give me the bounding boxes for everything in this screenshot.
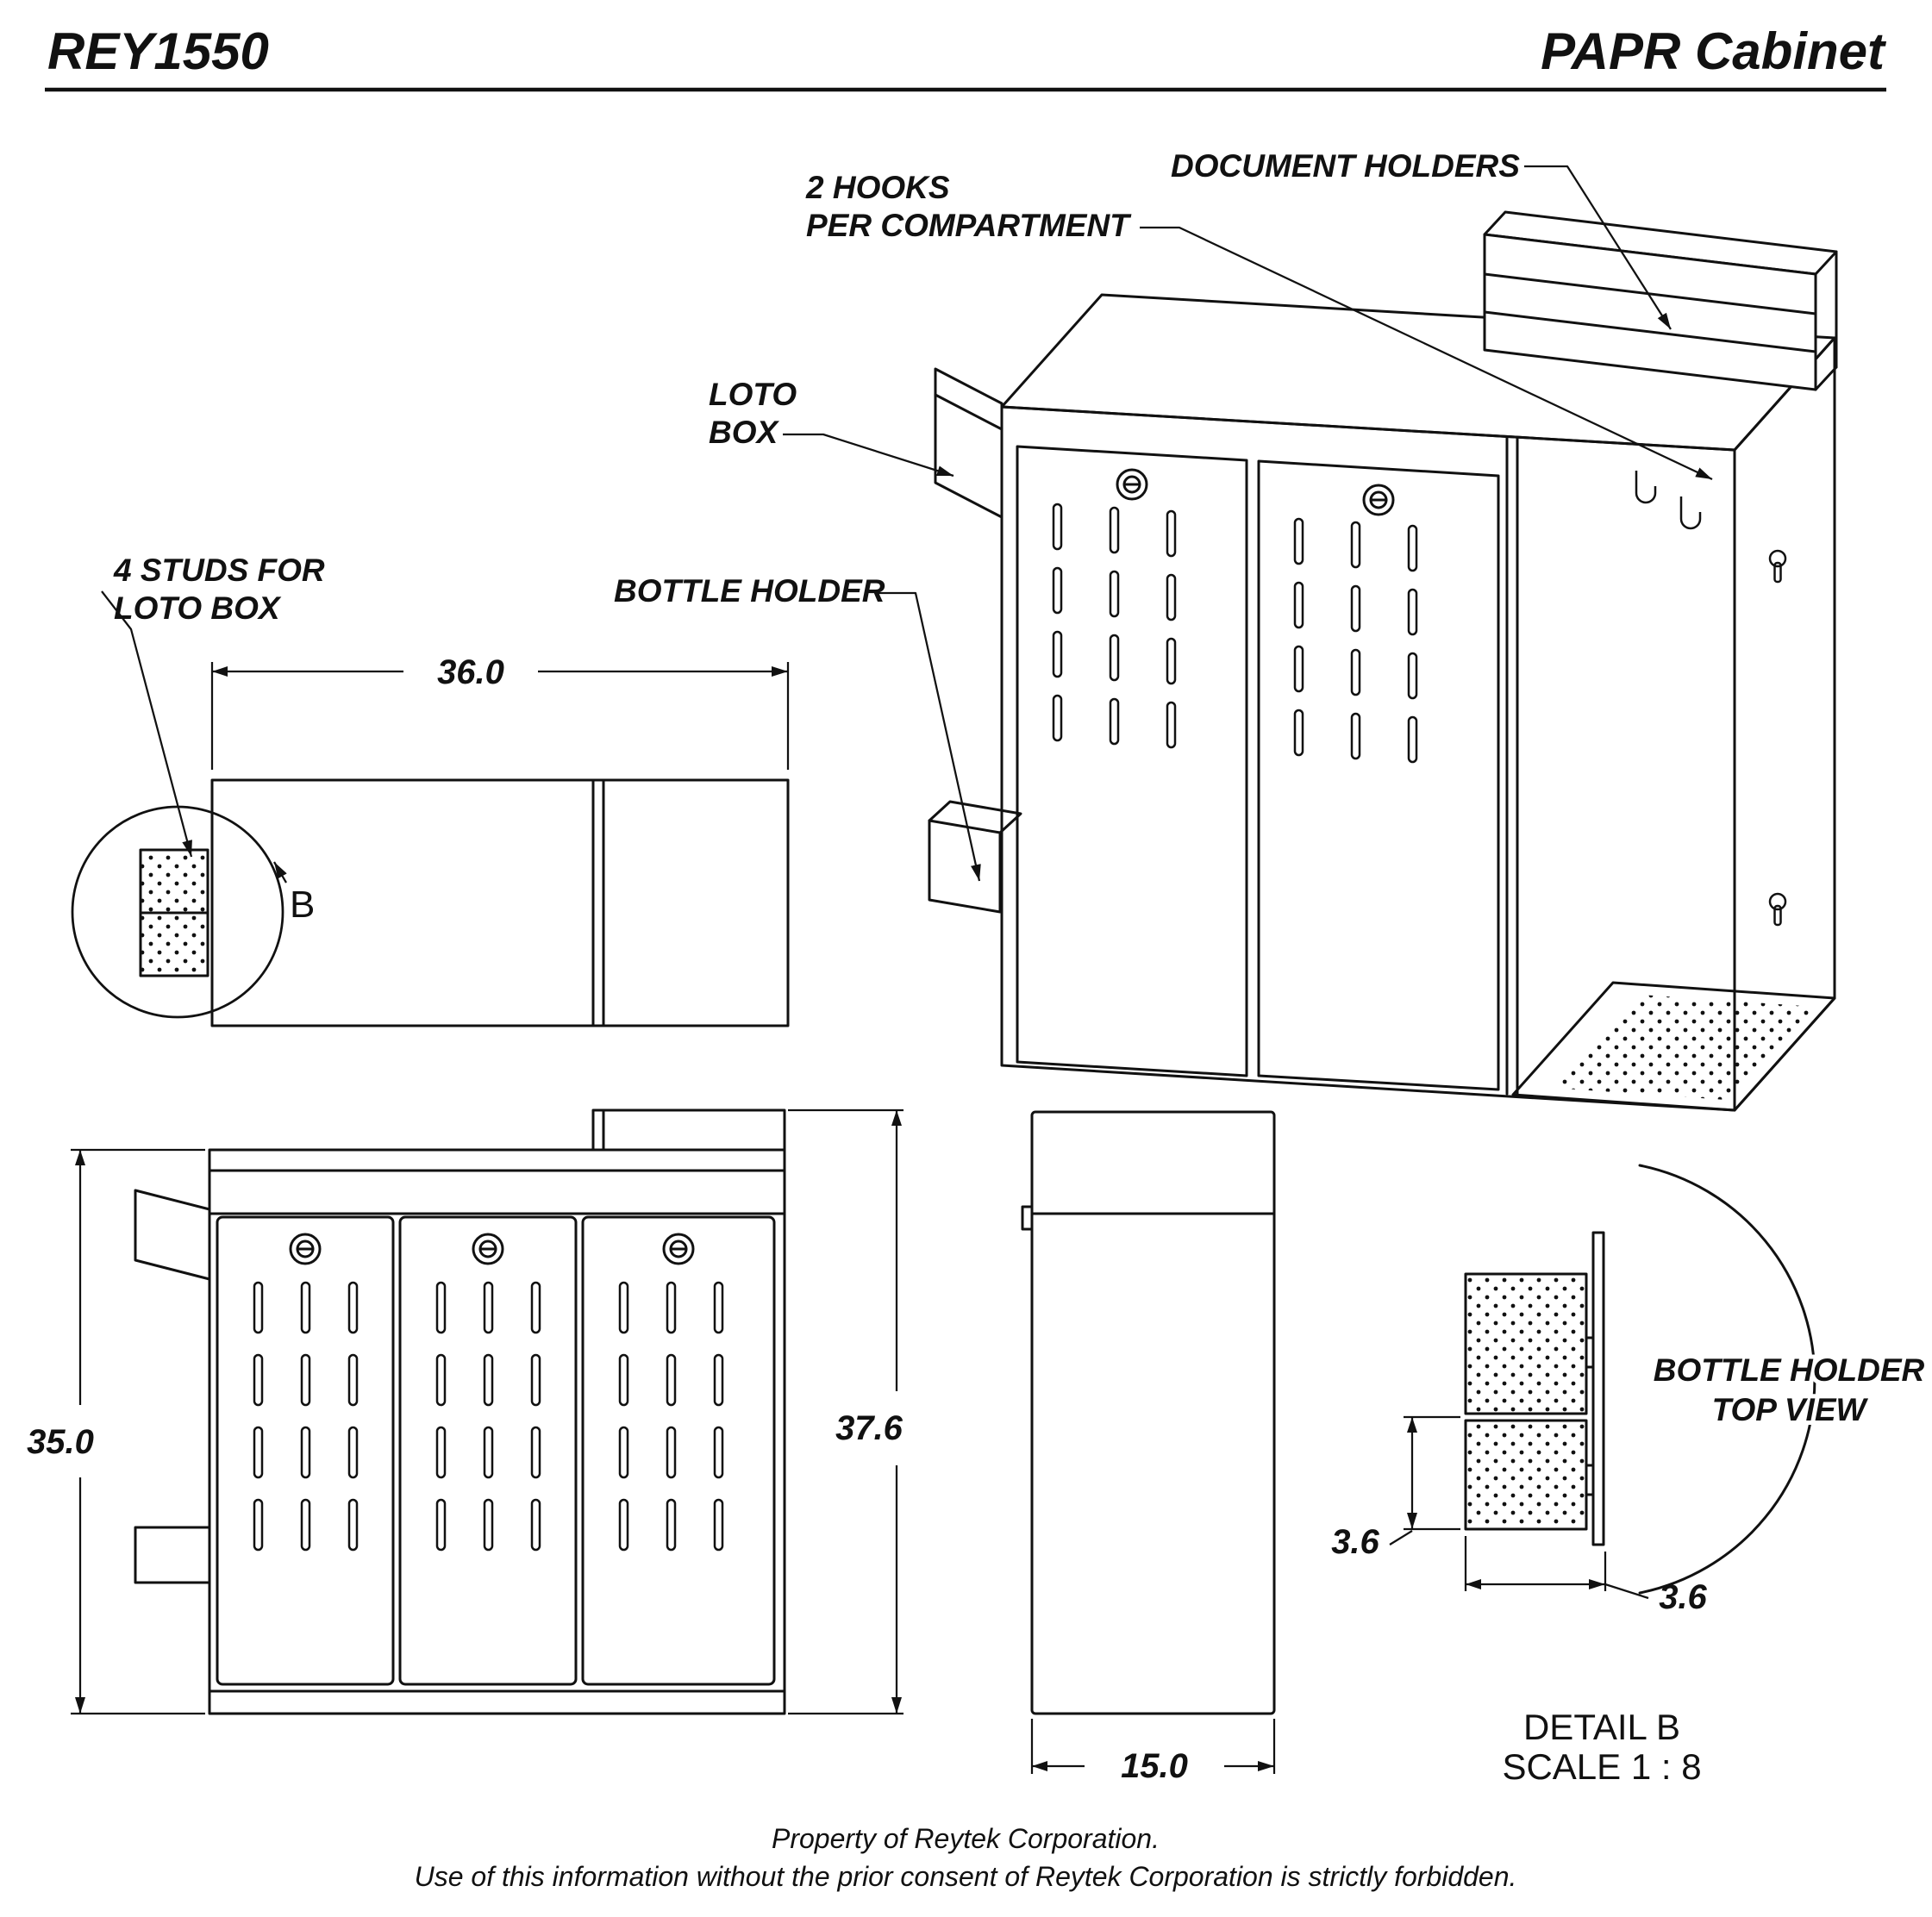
dim-detail-width-label: 3.6 [1659,1578,1707,1616]
dim-top-width-label: 36.0 [437,653,504,691]
callout-loto-line1: LOTO [709,377,797,412]
iso-document-holder [1483,210,1838,391]
front-view: 35.0 37.6 [27,1108,903,1715]
side-view: 15.0 [1021,1110,1276,1785]
iso-bottle-holder [928,800,1022,914]
iso-door-2 [1257,459,1500,1091]
detail-plate-lower [1464,1419,1588,1531]
dim-overall-height: 37.6 [788,1108,903,1715]
callouts: DOCUMENT HOLDERS 2 HOOKS PER COMPARTMENT… [101,148,1713,882]
side-body [1030,1110,1276,1715]
detail-circle-arrow [273,861,287,884]
leader-studs [101,590,193,858]
detail-title: DETAIL B [1523,1707,1680,1747]
sheet-title: PAPR Cabinet [1541,22,1887,80]
iso-front-face [1000,405,1736,1112]
detail-scale: SCALE 1 : 8 [1502,1746,1701,1787]
front-door-2 [398,1215,578,1686]
dim-front-height-label: 35.0 [27,1423,94,1461]
iso-door-1 [1016,445,1248,1077]
iso-floor [1511,981,1836,1112]
dim-detail-width: 3.6 [1464,1536,1708,1616]
front-doc-holder [591,1108,786,1152]
callout-hooks-line1: 2 HOOKS [805,170,950,205]
callout-hooks-line2: PER COMPARTMENT [806,208,1132,243]
dim-detail-height: 3.6 [1331,1415,1460,1561]
iso-perforated-floor [1552,995,1816,1100]
top-view: 36.0 B [71,653,790,1027]
iso-loto-box [934,367,1004,519]
detail-callout-line1: BOTTLE HOLDER [1654,1352,1925,1388]
detail-marker-label: B [290,884,315,926]
detail-callout-line2: TOP VIEW [1712,1392,1869,1427]
front-door-3 [581,1215,776,1686]
front-door-1 [216,1215,395,1686]
callout-document-holders: DOCUMENT HOLDERS [1171,148,1520,184]
title-block: REY1550 PAPR Cabinet [45,22,1887,92]
leader-document-holders [1524,165,1672,330]
leader-hooks [1140,226,1713,481]
footer-line1: Property of Reytek Corporation. [772,1823,1160,1854]
model-number: REY1550 [47,22,269,80]
callout-bottle-holder: BOTTLE HOLDER [614,573,885,609]
side-loto-tab [1021,1205,1034,1231]
callout-studs-line1: 4 STUDS FOR [113,553,325,588]
dim-side-depth-label: 15.0 [1121,1747,1188,1785]
detail-b-view: BOTTLE HOLDER TOP VIEW 3.6 3.6 DETAIL B … [1331,1164,1929,1787]
callout-studs-line2: LOTO BOX [114,590,282,626]
dim-detail-height-label: 3.6 [1331,1523,1379,1561]
dim-top-width: 36.0 [210,653,790,770]
dim-front-height: 35.0 [27,1148,205,1715]
leader-loto [783,433,954,478]
top-view-body [210,778,790,1027]
dim-overall-height-label: 37.6 [835,1409,903,1447]
isometric-view [928,210,1838,1112]
footer: Property of Reytek Corporation. Use of t… [415,1823,1517,1892]
front-bottle-holder [134,1526,211,1584]
dim-side-depth: 15.0 [1030,1719,1276,1785]
detail-side-plate [1591,1231,1605,1546]
footer-line2: Use of this information without the prio… [415,1861,1517,1892]
detail-boundary-arc [1638,1164,1816,1595]
callout-loto-line2: BOX [709,415,780,450]
detail-plate-upper [1464,1272,1588,1415]
front-body [208,1148,786,1715]
front-loto-box [134,1189,211,1281]
leader-bottle-holder [878,591,981,882]
